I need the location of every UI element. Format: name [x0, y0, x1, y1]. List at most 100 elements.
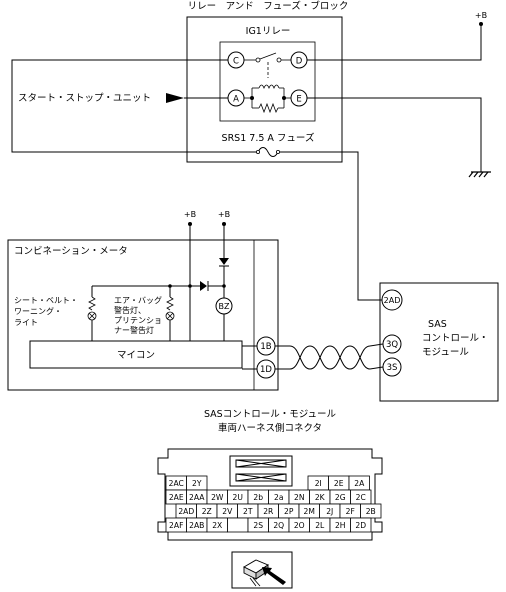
ground-icon [468, 171, 491, 178]
connector-pin-2u: 2U [233, 493, 243, 502]
meter-pin-1d-label: 1D [260, 365, 272, 375]
meter-pin-1b-label: 1B [260, 342, 271, 352]
fuse-terminal-left [255, 149, 260, 154]
mcu-box [29, 340, 243, 369]
connector-pin-2t: 2T [243, 507, 253, 516]
connector-cell [350, 517, 372, 533]
wire-3s-in [369, 366, 384, 370]
connector-inset-icon [231, 551, 293, 589]
connector-pin-2ae: 2AE [169, 493, 184, 502]
diode-horizontal-icon [200, 281, 209, 291]
svg-text:ワーニング・: ワーニング・ [14, 306, 62, 316]
svg-text:コントロール・: コントロール・ [422, 333, 489, 344]
twisted-pair-b [289, 345, 371, 370]
relay-block-title: リレー アンド フューズ・ブロック [188, 0, 349, 12]
buzzer-label: BZ [219, 302, 230, 311]
connector-pin-2p: 2P [284, 507, 294, 516]
meter-plus-b-left: +B [184, 210, 196, 219]
fuse-label: SRS1 7.5 A フューズ [222, 132, 315, 144]
combination-meter-box [7, 239, 279, 391]
seatbelt-lamp-label: シート・ベルト・ ワーニング・ ライト [14, 296, 78, 327]
connector-pin-2a: 2a [274, 493, 284, 502]
sas-pin-3s-label: 3S [387, 363, 398, 373]
connector-pin-2aa: 2AA [189, 493, 205, 502]
connector-pin-2m: 2M [304, 507, 315, 516]
meter-pin-1b: 1B [256, 336, 276, 356]
connector-pin-2s: 2S [253, 521, 263, 530]
fuse-terminal-right [275, 149, 280, 154]
connector-pin-2c: 2C [356, 493, 366, 502]
wire-fuse-to-2ad [280, 151, 382, 301]
connector-pin-2g: 2G [335, 493, 346, 502]
terminal-d: D [290, 51, 308, 69]
terminal-a-label: A [233, 95, 239, 105]
wire-e-to-ground [307, 97, 482, 172]
connector-pin-2l: 2L [315, 521, 325, 530]
wire-d-to-plus-b [307, 24, 482, 61]
supply-plus-b-label: +B [475, 11, 487, 20]
terminal-a: A [227, 89, 245, 107]
connector-pin-2e: 2E [334, 479, 344, 488]
connector-pin-2ab: 2AB [189, 521, 204, 530]
connector-pin-2ac: 2AC [169, 479, 184, 488]
connector-pin-2a: 2A [354, 479, 365, 488]
terminal-c: C [227, 51, 245, 69]
sas-pin-3q-label: 3Q [386, 340, 398, 350]
wires [11, 24, 482, 370]
sas-pin-2ad-label: 2AD [384, 296, 401, 305]
connector-pin-2j: 2J [326, 507, 333, 516]
connector-title-line-2: 車両ハーネス側コネクタ [218, 422, 322, 434]
meter-plus-b-right: +B [218, 210, 230, 219]
wire-c-loop [11, 59, 256, 153]
connector-pin-2ad: 2AD [178, 507, 194, 516]
relay-internals [244, 52, 291, 114]
connector-pin-2af: 2AF [169, 521, 183, 530]
sas-pin-3s: 3S [382, 357, 402, 377]
relay-block-box [186, 16, 343, 163]
svg-text:ライト: ライト [14, 318, 38, 327]
connector-cell [227, 517, 249, 533]
airbag-lamp-icon [165, 296, 175, 321]
relay-inner-box [219, 41, 316, 122]
connector-pin-2n: 2N [294, 493, 305, 502]
buzzer-icon: BZ [215, 297, 233, 315]
connector-pin-2k: 2K [315, 493, 326, 502]
combination-meter-title: コンビネーション・メータ [14, 246, 128, 257]
terminal-e-label: E [296, 95, 301, 105]
connector-pin-2b: 2B [366, 507, 376, 516]
connector-pin-2i: 2I [315, 479, 322, 488]
relay-name: IG1リレー [246, 26, 291, 37]
terminal-d-label: D [296, 57, 303, 67]
terminal-c-label: C [233, 57, 239, 67]
start-stop-unit-label: スタート・ストップ・ユニット [18, 93, 151, 104]
connector-pin-2o: 2O [294, 521, 305, 530]
junction-dots [168, 284, 226, 288]
connector-title-line-1: SASコントロール・モジュール [204, 409, 337, 420]
connector-pin-2x: 2X [212, 521, 222, 530]
connector-pin-2h: 2H [335, 521, 346, 530]
svg-text:SAS: SAS [428, 319, 447, 330]
svg-text:警告灯、: 警告灯、 [114, 305, 146, 315]
connector-pin-2r: 2R [263, 507, 274, 516]
connector-pin-2z: 2Z [202, 507, 212, 516]
mcu-label: マイコン [117, 350, 155, 361]
svg-text:モジュール: モジュール [422, 347, 469, 358]
airbag-lamp-label: エア・バッグ 警告灯、 プリテンショ ナー警告灯 [114, 295, 162, 335]
connector-pin-2y: 2Y [192, 479, 202, 488]
diode-vertical-icon [219, 258, 229, 267]
signal-arrow-icon [166, 93, 184, 103]
sas-module-box [379, 282, 499, 402]
connector-latch-icon [229, 455, 293, 487]
sas-pin-3q: 3Q [382, 334, 402, 354]
svg-text:エア・バッグ: エア・バッグ [114, 295, 162, 305]
connector-pin-2f: 2F [346, 507, 355, 516]
connector-pin-2v: 2V [222, 507, 233, 516]
connector-pin-2q: 2Q [273, 521, 284, 530]
connector-pin-2d: 2D [355, 521, 366, 530]
seatbelt-lamp-icon [87, 296, 97, 321]
sas-pin-2ad: 2AD [381, 289, 403, 311]
fuse-symbol [257, 147, 279, 157]
connector-pin-2b: 2b [253, 493, 263, 502]
